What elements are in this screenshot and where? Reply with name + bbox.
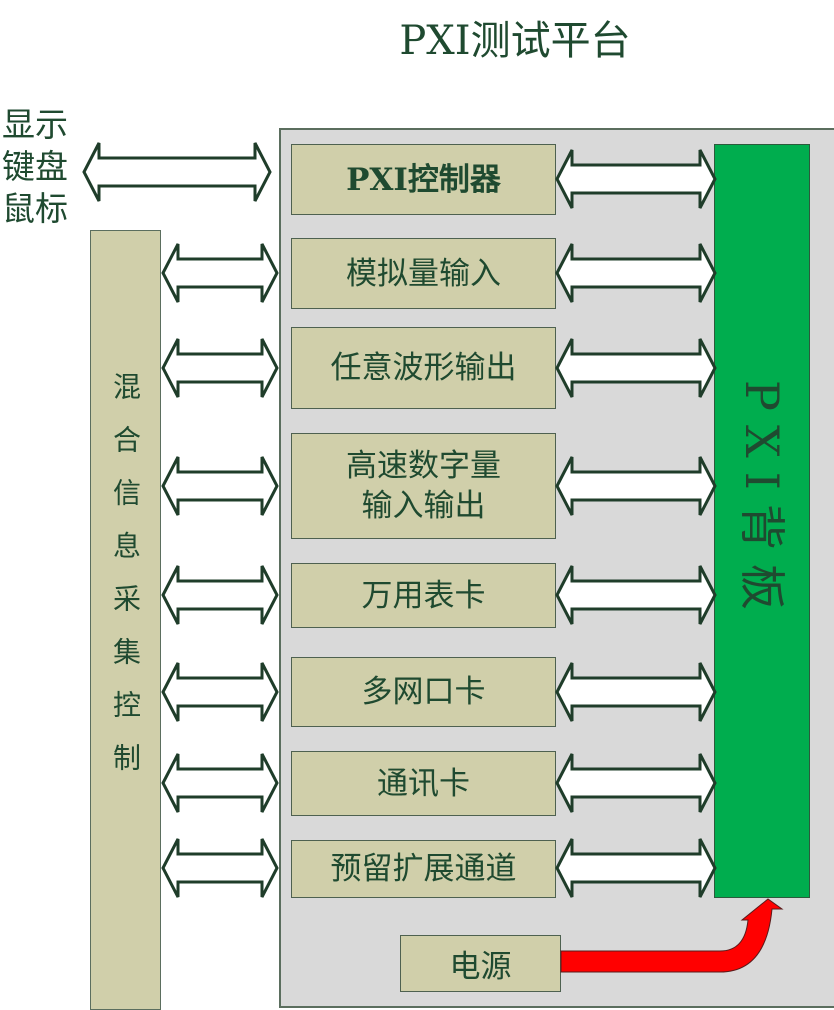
module-label: 多网口卡 — [361, 674, 486, 710]
mixed-control-arrow — [161, 662, 279, 722]
mixed-control-arrow — [161, 838, 279, 898]
power-arrow — [560, 898, 784, 973]
backplane-arrow — [555, 565, 717, 625]
pxi-backplane-label: PXI背板 — [735, 380, 789, 624]
module-communication: 通讯卡 — [291, 751, 556, 816]
module-label: 任意波形输出 — [330, 350, 517, 386]
backplane-arrow — [555, 243, 717, 303]
module-analog-input: 模拟量输入 — [291, 238, 556, 309]
peripheral-mouse: 鼠标 — [2, 189, 68, 228]
mixed-control-arrow — [161, 753, 279, 813]
mixed-control-label-wrap: 混合信息采集控制 — [90, 372, 161, 852]
module-digital-io: 高速数字量 输入输出 — [291, 433, 556, 539]
module-label: PXI控制器 — [346, 161, 501, 198]
power-box: 电源 — [400, 935, 561, 992]
module-multimeter: 万用表卡 — [291, 563, 556, 628]
pxi-backplane-label-wrap: PXI背板 — [714, 380, 810, 680]
module-arbitrary-waveform: 任意波形输出 — [291, 327, 556, 409]
peripherals-label: 显示 键盘 鼠标 — [2, 104, 77, 230]
module-multi-port: 多网口卡 — [291, 657, 556, 727]
module-label: 预留扩展通道 — [330, 851, 517, 887]
backplane-arrow — [555, 753, 717, 813]
module-label: 模拟量输入 — [346, 255, 501, 292]
peripheral-keyboard: 键盘 — [2, 147, 68, 186]
mixed-control-arrow — [161, 243, 279, 303]
module-label: 万用表卡 — [361, 577, 486, 614]
module-pxi-controller: PXI控制器 — [291, 144, 556, 215]
module-reserved-expansion: 预留扩展通道 — [291, 840, 556, 898]
diagram-title: PXI测试平台 — [399, 18, 631, 64]
module-label: 高速数字量 输入输出 — [346, 448, 501, 524]
module-label: 通讯卡 — [377, 765, 470, 802]
backplane-arrow — [555, 456, 717, 516]
mixed-control-arrow — [161, 338, 279, 398]
mixed-control-box — [90, 230, 161, 1010]
mixed-control-arrow — [161, 456, 279, 516]
peripheral-arrow — [82, 142, 272, 202]
backplane-arrow — [555, 338, 717, 398]
mixed-control-arrow — [161, 565, 279, 625]
backplane-arrow — [555, 838, 717, 898]
mixed-control-label: 混合信息采集控制 — [109, 372, 142, 796]
power-label: 电源 — [449, 949, 512, 985]
peripheral-display: 显示 — [2, 105, 68, 144]
backplane-arrow — [555, 662, 717, 722]
backplane-arrow — [555, 149, 717, 209]
pxi-backplane-box — [714, 144, 810, 898]
